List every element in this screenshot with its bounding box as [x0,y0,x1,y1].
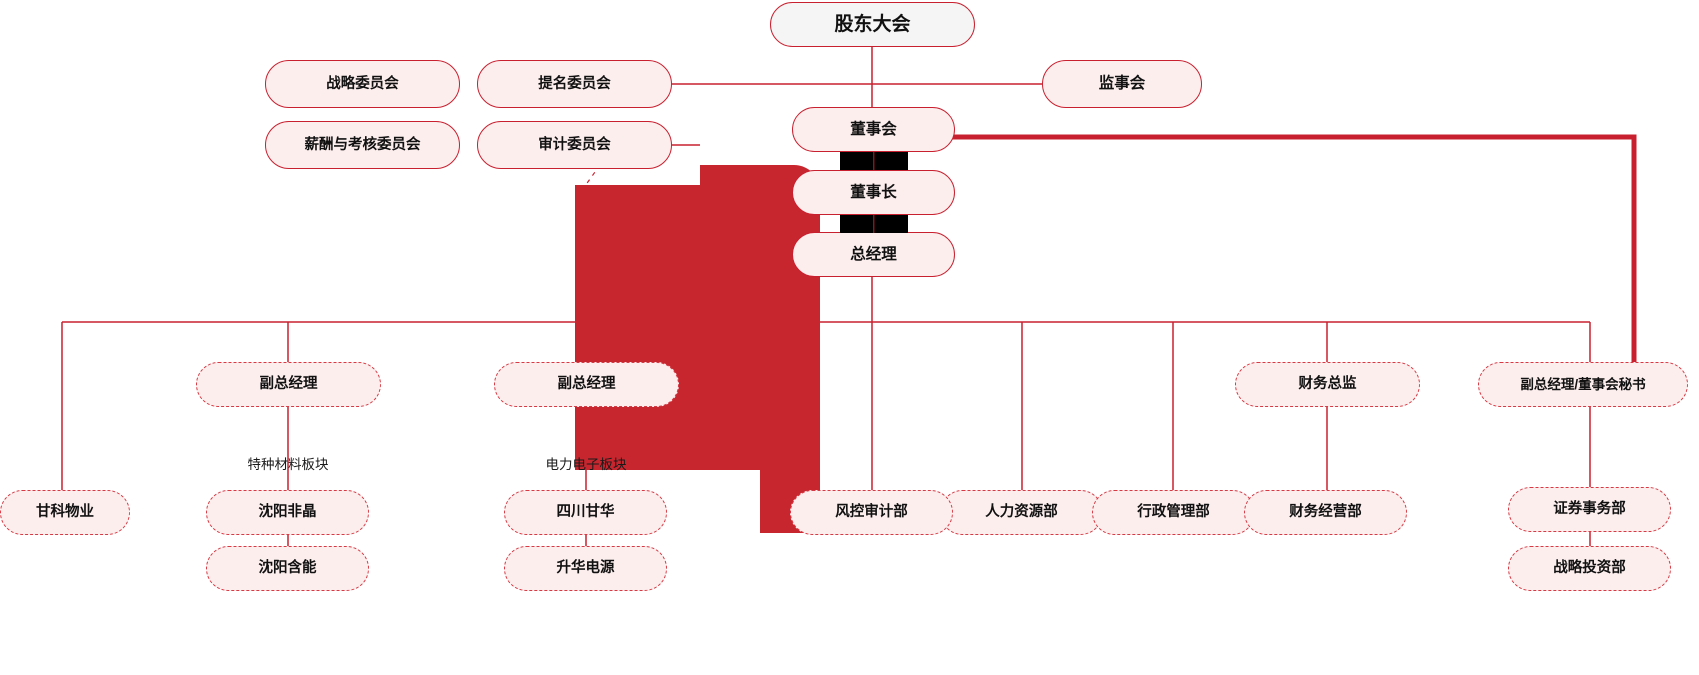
connector-chairman-gm [840,215,908,233]
node-cfo[interactable]: 财务总监 [1235,362,1420,407]
caption-label: 电力电子板块 [545,457,627,472]
node-label: 审计委员会 [538,136,611,153]
node-subsidiary-shenyang-energetic[interactable]: 沈阳含能 [206,546,369,591]
connector-board-chairman [840,152,908,170]
node-board-of-directors[interactable]: 董事会 [792,107,955,152]
node-label: 甘科物业 [36,504,94,521]
node-committee-strategy[interactable]: 战略委员会 [265,60,460,108]
node-shareholders-meeting[interactable]: 股东大会 [770,2,975,47]
node-label: 股东大会 [834,13,911,35]
node-label: 财务总监 [1298,376,1357,393]
node-label: 四川甘华 [556,504,615,521]
node-label: 战略委员会 [326,75,399,92]
red-overlay-upper [575,185,820,470]
node-committee-nomination[interactable]: 提名委员会 [477,60,672,108]
node-subsidiary-sichuan-ganhua[interactable]: 四川甘华 [504,490,667,535]
node-dept-administration[interactable]: 行政管理部 [1092,490,1255,535]
node-label: 薪酬与考核委员会 [304,136,421,153]
node-label: 监事会 [1098,75,1146,93]
node-dept-human-resources[interactable]: 人力资源部 [940,490,1103,535]
caption-power-electronics: 电力电子板块 [486,453,686,473]
caption-label: 特种材料板块 [247,457,329,472]
node-committee-audit[interactable]: 审计委员会 [477,121,672,169]
node-chairman[interactable]: 董事长 [792,170,955,215]
node-label: 行政管理部 [1137,504,1210,521]
node-label: 战略投资部 [1553,560,1626,577]
node-dept-securities-affairs[interactable]: 证券事务部 [1508,487,1671,532]
node-dept-finance-operations[interactable]: 财务经营部 [1244,490,1407,535]
node-label: 人力资源部 [985,504,1058,521]
node-committee-remuneration[interactable]: 薪酬与考核委员会 [265,121,460,169]
node-label: 财务经营部 [1289,504,1362,521]
node-deputy-gm-power[interactable]: 副总经理 [494,362,679,407]
node-label: 副总经理/董事会秘书 [1520,376,1646,392]
node-subsidiary-ganke-property[interactable]: 甘科物业 [0,490,130,535]
node-deputy-gm-secretary[interactable]: 副总经理/董事会秘书 [1478,362,1688,407]
node-label: 沈阳非晶 [258,504,317,521]
node-subsidiary-shenyang-amorphous[interactable]: 沈阳非晶 [206,490,369,535]
node-label: 董事长 [850,183,897,201]
node-dept-strategic-investment[interactable]: 战略投资部 [1508,546,1671,591]
node-dept-risk-audit[interactable]: 风控审计部 [790,490,953,535]
connector-seam [873,152,875,170]
node-subsidiary-shenghua-power[interactable]: 升华电源 [504,546,667,591]
node-label: 提名委员会 [538,75,611,92]
node-label: 总经理 [850,245,897,263]
node-label: 沈阳含能 [258,560,317,577]
node-label: 董事会 [850,120,897,138]
node-label: 风控审计部 [835,504,908,521]
node-deputy-gm-materials[interactable]: 副总经理 [196,362,381,407]
connector-seam [873,215,875,233]
node-label: 副总经理 [557,376,616,393]
node-label: 升华电源 [556,560,615,577]
caption-special-materials: 特种材料板块 [188,453,388,473]
node-label: 证券事务部 [1553,501,1626,518]
node-supervisory-board[interactable]: 监事会 [1042,60,1202,108]
node-general-manager[interactable]: 总经理 [792,232,955,277]
node-label: 副总经理 [259,376,318,393]
